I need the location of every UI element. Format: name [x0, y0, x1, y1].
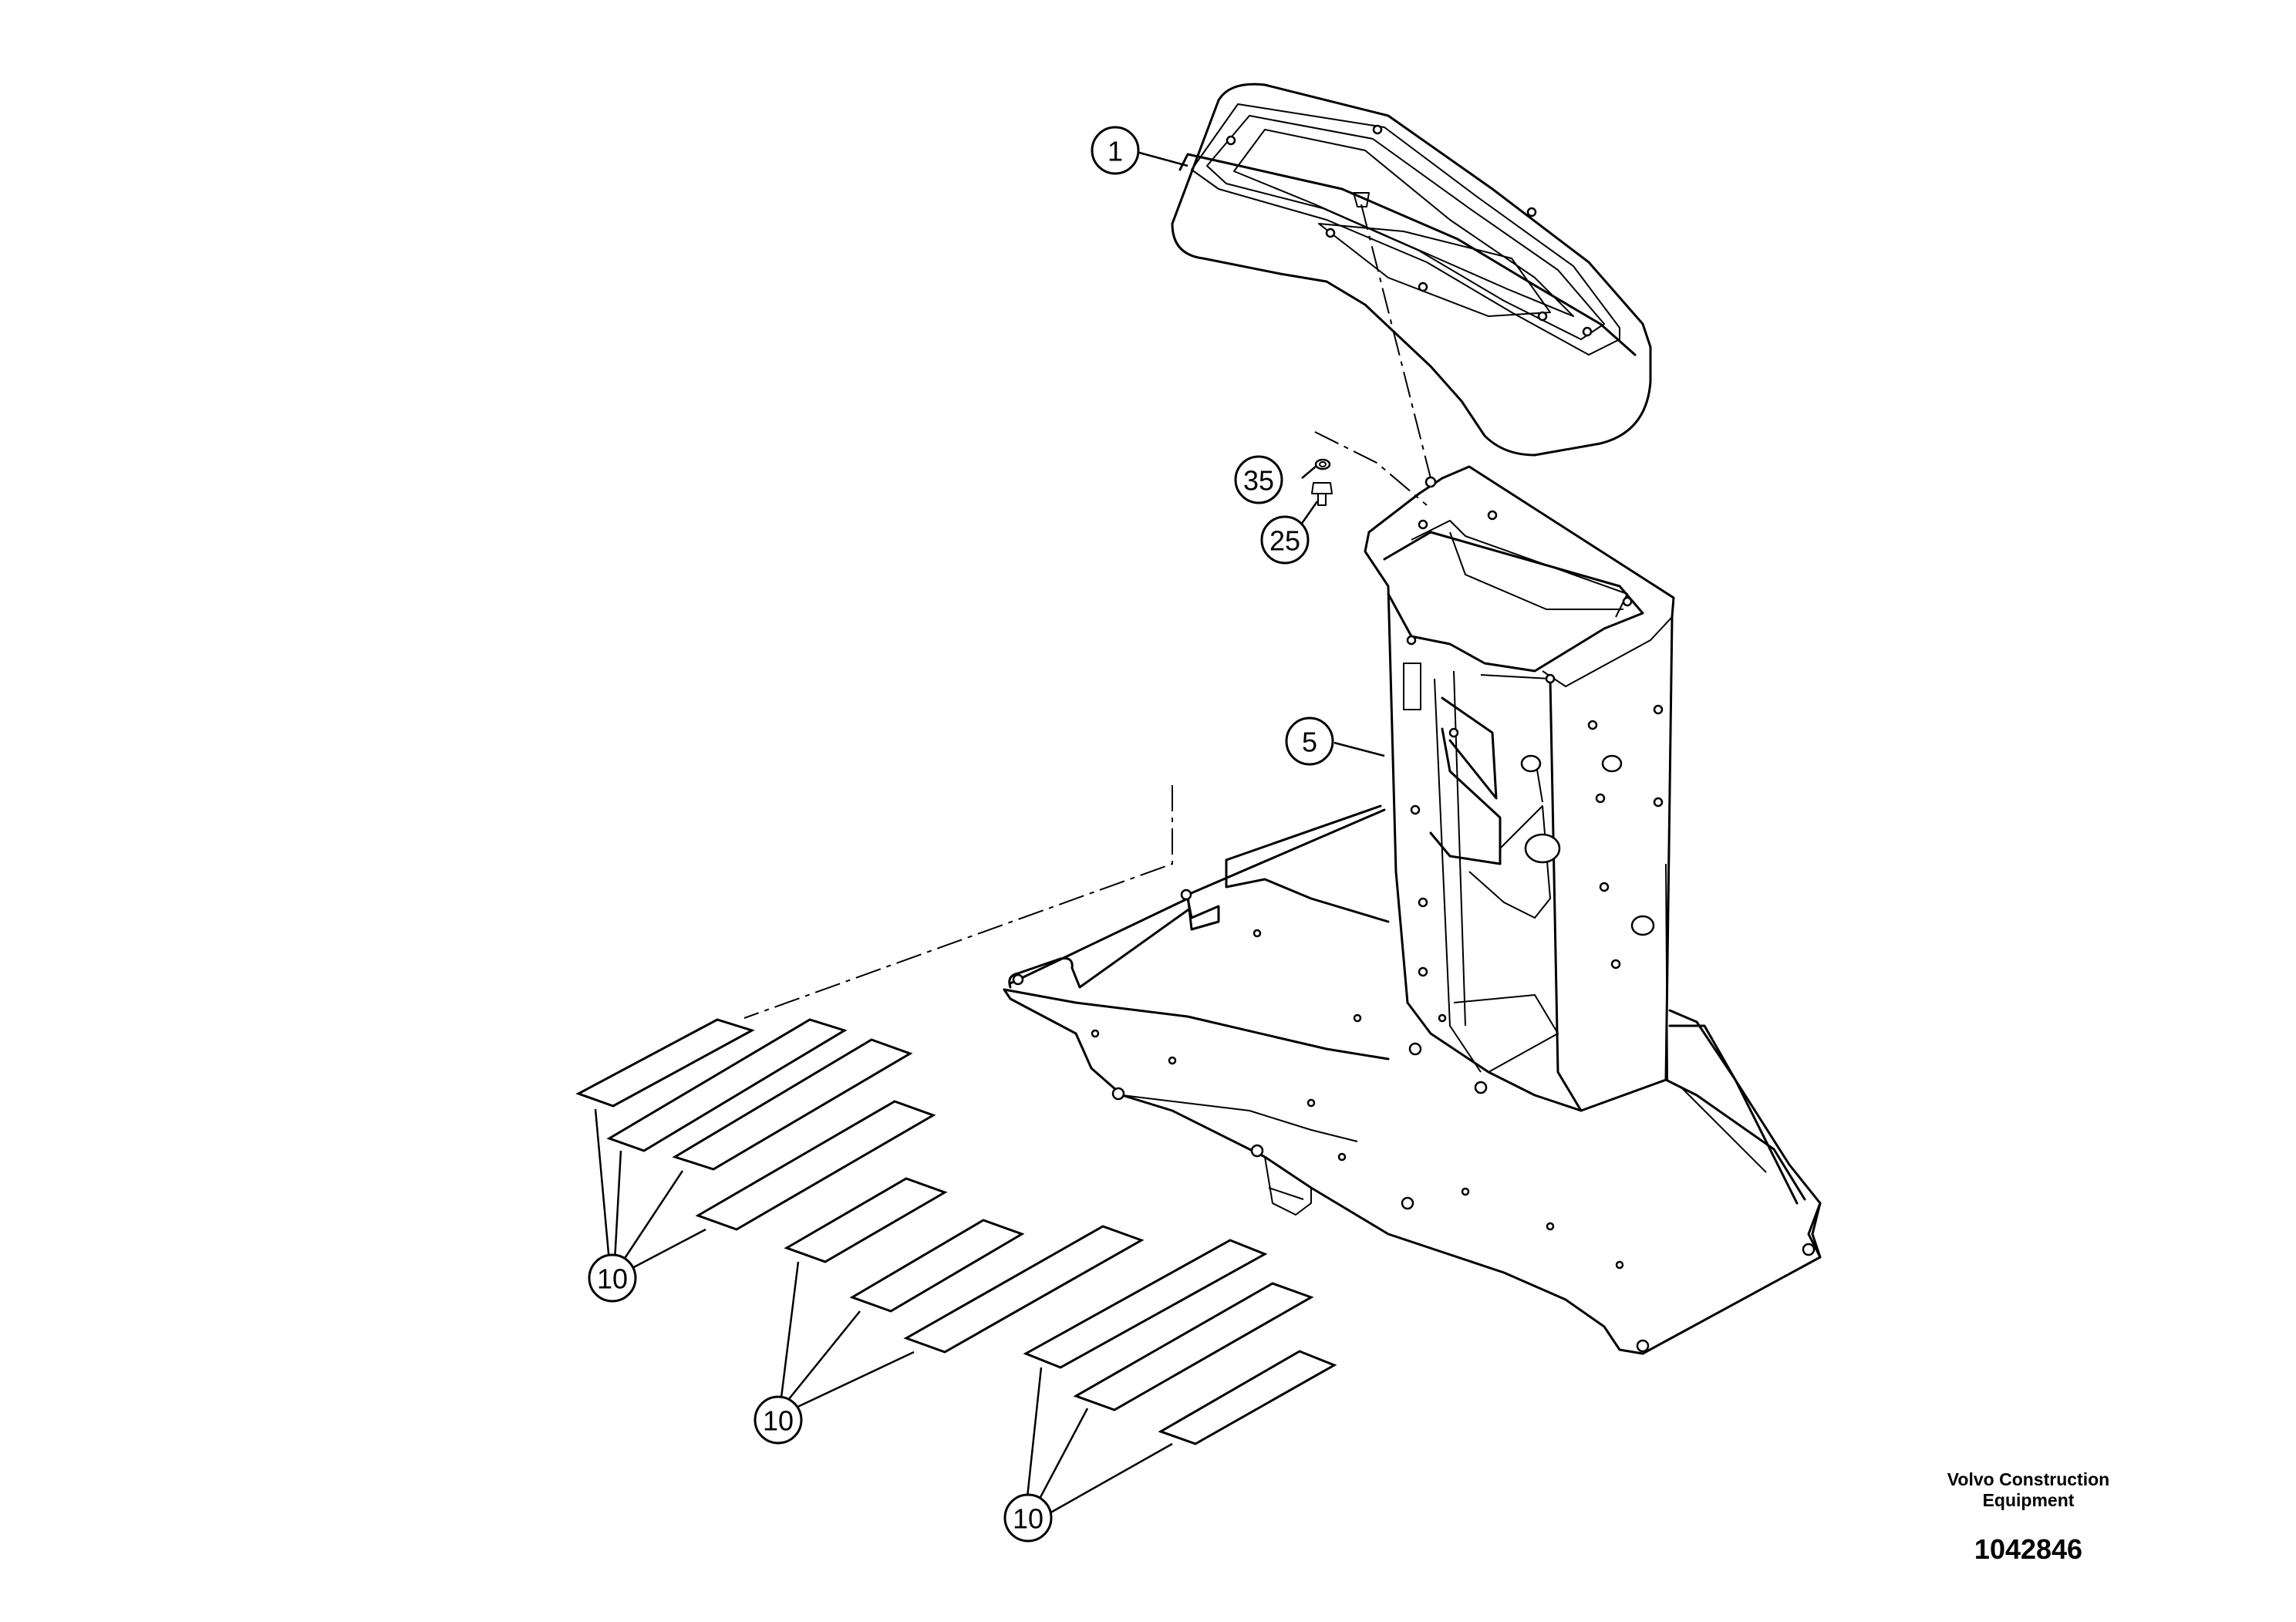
callout-1-label: 1	[1108, 136, 1123, 167]
assembly-line-screw	[1314, 431, 1428, 506]
callout-10-b-label: 10	[763, 1405, 794, 1437]
callout-35: 35	[1234, 455, 1283, 504]
callout-10-c: 10	[1003, 1493, 1053, 1543]
part-1-panel-cover	[1171, 83, 1652, 457]
decal-strip	[695, 1100, 936, 1231]
assembly-line-cover	[1360, 204, 1431, 479]
callout-35-label: 35	[1243, 465, 1274, 497]
callout-10-c-label: 10	[1013, 1503, 1043, 1535]
callout-5-label: 5	[1302, 727, 1317, 758]
assembly-line-decals	[743, 785, 1173, 1019]
decal-strip	[1073, 1282, 1314, 1411]
decal-strip	[849, 1219, 1025, 1313]
part-25-screw	[1311, 482, 1333, 506]
callout-10-a: 10	[588, 1253, 637, 1303]
callout-1: 1	[1091, 126, 1140, 175]
leader-lines	[594, 150, 1385, 1519]
callout-10-a-label: 10	[597, 1263, 628, 1295]
decal-strip	[672, 1038, 913, 1171]
decal-strip	[606, 1018, 848, 1152]
company-name-line2: Equipment	[1982, 1490, 2075, 1510]
callout-25-label: 25	[1269, 525, 1300, 557]
decal-strip	[1023, 1239, 1268, 1369]
decal-strip	[575, 1018, 755, 1108]
part-10-decals	[575, 1018, 1337, 1445]
company-name-line1: Volvo Construction	[1947, 1469, 2110, 1489]
callout-5: 5	[1285, 717, 1334, 766]
part-5-console-frame	[1364, 465, 1675, 1112]
title-block: Volvo Construction Equipment 1042846	[1897, 1469, 2159, 1565]
decal-strip	[1158, 1350, 1337, 1445]
company-name: Volvo Construction Equipment	[1897, 1469, 2159, 1511]
part-35-washer	[1314, 458, 1331, 470]
drawing-number: 1042846	[1974, 1533, 2083, 1565]
decal-strip	[903, 1225, 1145, 1354]
callout-10-b: 10	[754, 1395, 803, 1445]
decal-strip	[784, 1177, 948, 1263]
callout-25: 25	[1260, 515, 1310, 565]
floor-plate	[1003, 804, 1822, 1355]
